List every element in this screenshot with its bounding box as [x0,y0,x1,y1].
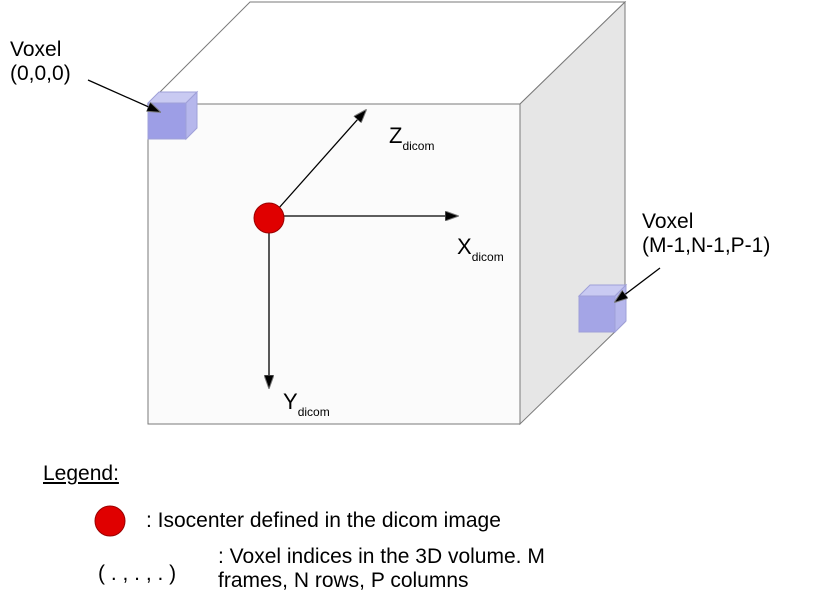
legend-isocenter-text: : Isocenter defined in the dicom image [146,509,501,532]
x-axis-label-sub: dicom [471,250,504,264]
voxel-origin-label-line2: (0,0,0) [10,62,71,85]
x-axis-label: Xdicom [457,235,504,269]
legend-indices-text: : Voxel indices in the 3D volume. M fram… [218,545,545,593]
voxel-end-pointer [615,267,661,302]
legend-indices-symbol: ( . , . , . ) [98,562,177,585]
legend-title: Legend: [43,462,119,485]
z-axis-label-main: Z [389,123,403,148]
y-axis-label-sub: dicom [297,405,330,419]
voxel-origin-cube [146,90,199,141]
y-axis-label: Ydicom [283,390,330,424]
z-axis-label: Zdicom [389,124,434,158]
voxel-end-cube [577,283,628,334]
legend-indices-line1: : Voxel indices in the 3D volume. M [218,545,545,568]
z-axis-label-sub: dicom [402,139,435,153]
voxel-origin-pointer [87,79,160,112]
y-axis-label-main: Y [283,389,298,414]
voxel-end-label-line1: Voxel [642,210,694,233]
isocenter-marker [253,202,285,234]
legend-isocenter-marker [94,505,126,537]
cube-front-face [147,103,521,425]
voxel-end-label-line2: (M-1,N-1,P-1) [642,234,771,257]
voxel-origin-label: Voxel (0,0,0) [10,38,71,86]
voxel-origin-label-line1: Voxel [10,38,62,61]
voxel-end-label: Voxel (M-1,N-1,P-1) [642,210,770,258]
x-axis-label-main: X [457,234,472,259]
z-axis-arrow [269,110,366,219]
legend-indices-line2: frames, N rows, P columns [218,569,469,592]
